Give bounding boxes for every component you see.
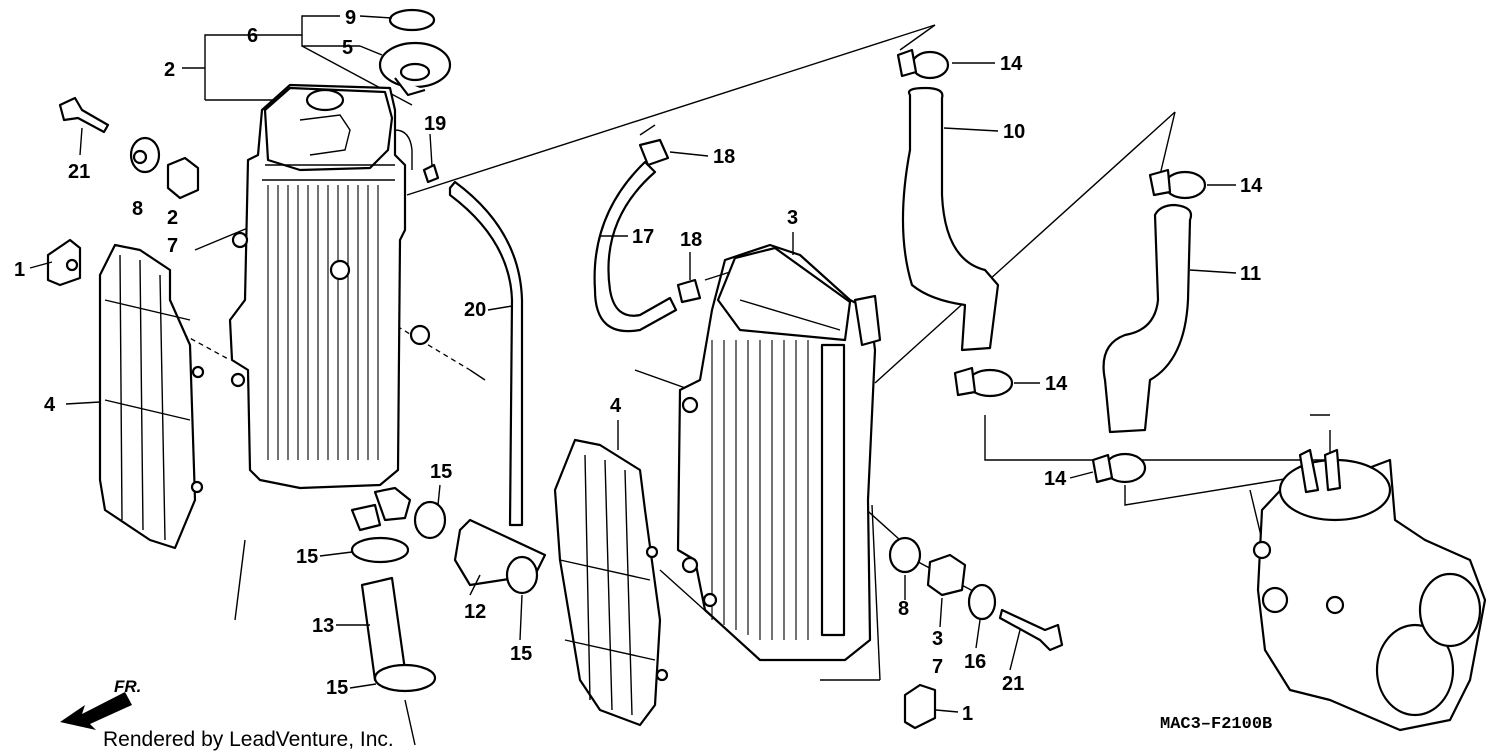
clamp-15a xyxy=(350,536,410,564)
label-2a: 2 xyxy=(164,59,175,81)
rubber-2a xyxy=(166,156,200,200)
clamp-15c xyxy=(413,500,447,540)
grommet-1a xyxy=(46,238,82,287)
collar-8b xyxy=(888,536,922,574)
label-4a: 4 xyxy=(44,394,56,416)
label-1b: 1 xyxy=(962,703,973,725)
label-3b: 3 xyxy=(932,628,943,650)
label-15c: 15 xyxy=(430,461,452,483)
label-3a: 3 xyxy=(787,207,798,229)
front-arrow-icon: FR. xyxy=(60,677,141,730)
rubber-3b xyxy=(926,553,967,597)
left-shroud xyxy=(98,243,205,550)
label-17: 17 xyxy=(632,226,654,248)
caption-text: Rendered by LeadVenture, Inc. xyxy=(103,728,394,751)
label-6: 6 xyxy=(247,25,258,47)
callout-labels: 6 9 5 2 19 21 8 2 7 1 4 20 15 15 13 12 1… xyxy=(14,7,1263,725)
front-marker-label: FR. xyxy=(114,677,141,696)
bolt-21b xyxy=(998,608,1064,652)
label-9: 9 xyxy=(345,7,356,29)
label-11: 11 xyxy=(1240,263,1261,285)
grommet-1b xyxy=(903,683,937,730)
label-7b: 7 xyxy=(932,656,943,678)
label-2b: 2 xyxy=(167,207,178,229)
right-shroud xyxy=(553,438,669,727)
label-1a: 1 xyxy=(14,259,25,281)
label-8a: 8 xyxy=(132,198,143,220)
label-16: 16 xyxy=(964,651,986,673)
label-14c: 14 xyxy=(1045,373,1068,395)
right-radiator-fins xyxy=(711,340,809,640)
label-20: 20 xyxy=(464,299,486,321)
label-15b: 15 xyxy=(326,677,348,699)
label-8b: 8 xyxy=(898,598,909,620)
label-19: 19 xyxy=(424,113,446,135)
diagram-code: MAC3–F2100B xyxy=(1160,715,1272,734)
label-4b: 4 xyxy=(610,395,622,417)
leader-lines xyxy=(174,15,1341,746)
left-radiator xyxy=(228,83,431,532)
hose-11 xyxy=(1102,203,1193,434)
lower-hoses xyxy=(350,500,547,693)
label-14a: 14 xyxy=(1000,53,1023,75)
engine-cylinder xyxy=(1252,448,1487,732)
label-13: 13 xyxy=(312,615,334,637)
clamp-15b xyxy=(373,663,437,693)
label-21a: 21 xyxy=(68,161,90,183)
label-21b: 21 xyxy=(1002,673,1024,695)
label-15a: 15 xyxy=(296,546,318,568)
label-7a: 7 xyxy=(167,235,178,257)
hose-10 xyxy=(901,86,1000,352)
hose-17 xyxy=(593,160,678,333)
washer-16 xyxy=(967,583,997,621)
bolt-21a xyxy=(58,96,110,134)
clamp-18b xyxy=(676,278,702,304)
left-small-parts xyxy=(46,96,200,287)
hose-20 xyxy=(448,180,524,527)
label-ticks xyxy=(29,15,1237,713)
label-12: 12 xyxy=(464,601,486,623)
clip-19 xyxy=(422,163,440,184)
label-14b: 14 xyxy=(1240,175,1263,197)
left-radiator-fins xyxy=(267,185,379,460)
label-15d: 15 xyxy=(510,643,532,665)
label-14d: 14 xyxy=(1044,468,1067,490)
radiator-cap-5 xyxy=(378,41,452,97)
label-18a: 18 xyxy=(713,146,735,168)
right-small-parts xyxy=(888,536,1064,730)
label-18b: 18 xyxy=(680,229,702,251)
label-5: 5 xyxy=(342,37,353,59)
clamp-15d xyxy=(505,555,539,595)
right-radiator xyxy=(676,243,882,662)
label-10: 10 xyxy=(1003,121,1025,143)
clamp-18a xyxy=(638,138,670,167)
seal-9 xyxy=(388,8,436,32)
hose-clamps-14 xyxy=(896,48,1207,484)
